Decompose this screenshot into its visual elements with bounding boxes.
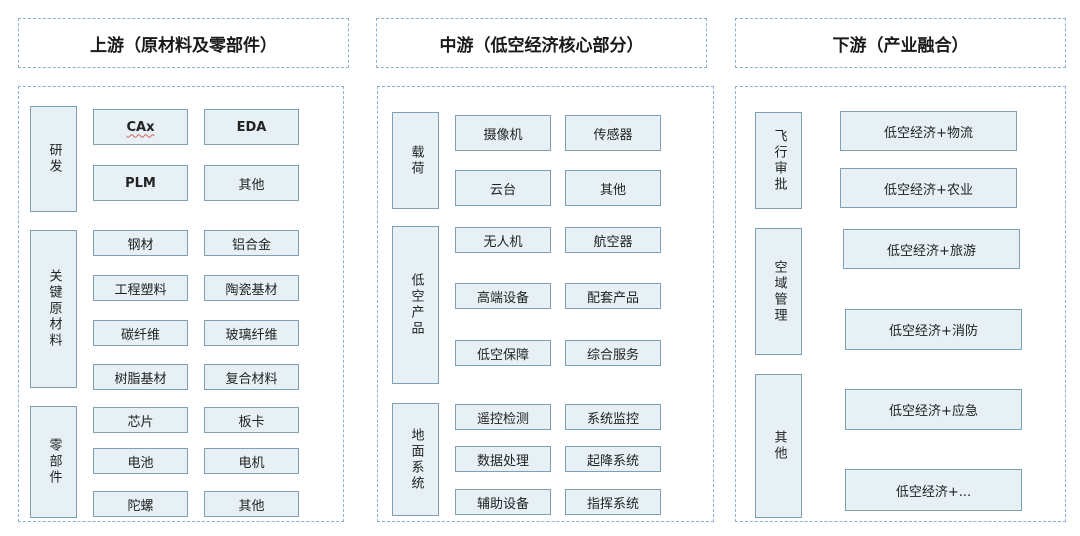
category-key-materials: 关键原材料: [30, 230, 77, 388]
item-tourism: 低空经济+旅游: [843, 229, 1020, 269]
item-carbon-fiber: 碳纤维: [93, 320, 188, 346]
category-label: 空域管理: [771, 259, 787, 324]
category-label: 零部件: [46, 438, 62, 486]
category-label: 其他: [771, 430, 787, 462]
item-logistics: 低空经济+物流: [840, 111, 1017, 151]
item-cax: CAx: [93, 109, 188, 145]
category-label: 地面系统: [408, 427, 424, 492]
item-aluminum-alloy: 铝合金: [204, 230, 299, 256]
item-steel: 钢材: [93, 230, 188, 256]
item-firefighting: 低空经济+消防: [845, 309, 1022, 350]
upstream-panel: [18, 86, 344, 522]
midstream-header: 中游（低空经济核心部分）: [376, 18, 707, 68]
item-eda: EDA: [204, 109, 299, 145]
item-takeoff-landing-system: 起降系统: [565, 446, 661, 472]
upstream-header: 上游（原材料及零部件）: [18, 18, 349, 68]
item-drone: 无人机: [455, 227, 551, 253]
item-composite: 复合材料: [204, 364, 299, 390]
item-chip: 芯片: [93, 407, 188, 433]
category-rnd: 研发: [30, 106, 77, 212]
item-other: 其他: [204, 491, 299, 517]
item-ceramic-substrate: 陶瓷基材: [204, 275, 299, 301]
item-motor: 电机: [204, 448, 299, 474]
item-integrated-services: 综合服务: [565, 340, 661, 366]
item-emergency: 低空经济+应急: [845, 389, 1022, 430]
downstream-panel: [735, 86, 1066, 522]
item-board: 板卡: [204, 407, 299, 433]
item-aircraft: 航空器: [565, 227, 661, 253]
item-auxiliary-equipment: 辅助设备: [455, 489, 551, 515]
item-plm: PLM: [93, 165, 188, 201]
category-flight-approval: 飞行审批: [755, 112, 802, 209]
item-system-monitoring: 系统监控: [565, 404, 661, 430]
category-label: 载荷: [408, 144, 424, 177]
item-gimbal: 云台: [455, 170, 551, 206]
category-other: 其他: [755, 374, 802, 518]
item-command-system: 指挥系统: [565, 489, 661, 515]
item-low-altitude-support: 低空保障: [455, 340, 551, 366]
category-low-altitude-products: 低空产品: [392, 226, 439, 384]
category-components: 零部件: [30, 406, 77, 518]
item-supporting-products: 配套产品: [565, 283, 661, 309]
item-other: 其他: [565, 170, 661, 206]
item-more: 低空经济+...: [845, 469, 1022, 511]
category-payload: 载荷: [392, 112, 439, 209]
category-ground-system: 地面系统: [392, 403, 439, 516]
item-camera: 摄像机: [455, 115, 551, 151]
category-label: 研发: [46, 143, 62, 175]
category-label: 低空产品: [408, 273, 424, 337]
item-gyroscope: 陀螺: [93, 491, 188, 517]
category-label: 飞行审批: [771, 128, 787, 193]
downstream-header: 下游（产业融合）: [735, 18, 1066, 68]
item-remote-detection: 遥控检测: [455, 404, 551, 430]
item-glass-fiber: 玻璃纤维: [204, 320, 299, 346]
item-engineering-plastic: 工程塑料: [93, 275, 188, 301]
item-other: 其他: [204, 165, 299, 201]
item-resin-substrate: 树脂基材: [93, 364, 188, 390]
category-label: 关键原材料: [46, 269, 62, 349]
item-battery: 电池: [93, 448, 188, 474]
midstream-panel: [377, 86, 714, 522]
item-sensor: 传感器: [565, 115, 661, 151]
category-airspace-management: 空域管理: [755, 228, 802, 355]
item-data-processing: 数据处理: [455, 446, 551, 472]
item-high-end-equipment: 高端设备: [455, 283, 551, 309]
item-agriculture: 低空经济+农业: [840, 168, 1017, 208]
